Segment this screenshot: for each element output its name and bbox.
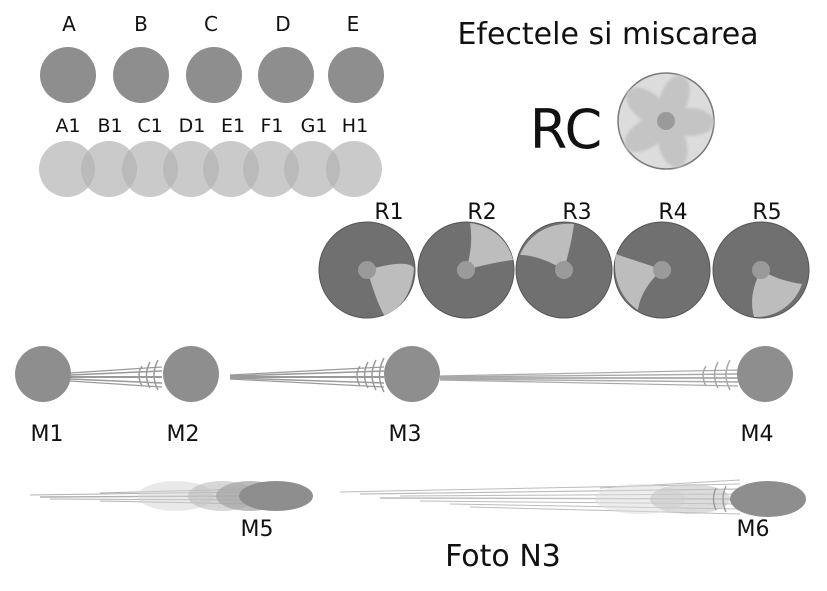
label-m6: M6 xyxy=(737,517,770,542)
motion-row: M1 M2 M3 M4 xyxy=(15,346,793,447)
motion-streak-m1-m2 xyxy=(69,359,163,391)
label-a: A xyxy=(62,12,76,36)
label-c: C xyxy=(204,12,218,36)
ball-m1 xyxy=(15,346,71,402)
label-r3: R3 xyxy=(562,200,591,225)
ball-e xyxy=(328,47,384,103)
label-m3: M3 xyxy=(389,422,422,447)
blurred-fan-icon xyxy=(617,72,715,170)
rotation-row: R1 R2 R3 R4 R5 xyxy=(318,200,810,319)
label-e1: E1 xyxy=(221,115,245,137)
blur-trail-m5 xyxy=(29,481,313,511)
label-c1: C1 xyxy=(137,115,162,137)
motion-streak-m2-m3 xyxy=(229,357,385,393)
label-h1: H1 xyxy=(342,115,368,137)
disc-r4 xyxy=(613,221,711,319)
ball-m3 xyxy=(384,346,440,402)
label-g1: G1 xyxy=(301,115,328,137)
ball-m5 xyxy=(239,481,313,511)
disc-r2 xyxy=(417,221,515,319)
label-m2: M2 xyxy=(167,422,200,447)
ball-b xyxy=(113,47,169,103)
label-b1: B1 xyxy=(97,115,122,137)
disc-r1 xyxy=(318,221,416,319)
label-a1: A1 xyxy=(55,115,80,137)
label-m5: M5 xyxy=(241,517,274,542)
label-m1: M1 xyxy=(31,422,64,447)
top-row: A B C D E xyxy=(40,12,384,103)
ball-m4 xyxy=(737,346,793,402)
ball-m6 xyxy=(730,481,806,517)
ball-b1 xyxy=(81,141,137,197)
ball-d1 xyxy=(163,141,219,197)
disc-r5 xyxy=(712,221,810,319)
label-r2: R2 xyxy=(467,200,496,225)
overlap-row: A1 B1 C1 D1 E1 F1 G1 H1 xyxy=(39,115,382,197)
ball-a1 xyxy=(39,141,95,197)
ball-e1 xyxy=(203,141,259,197)
ball-m2 xyxy=(163,346,219,402)
ball-f1 xyxy=(243,141,299,197)
label-b: B xyxy=(134,12,148,36)
disc-r3 xyxy=(515,221,613,319)
label-r1: R1 xyxy=(374,200,403,225)
ball-a xyxy=(40,47,96,103)
label-d: D xyxy=(275,12,290,36)
ball-c1 xyxy=(122,141,178,197)
label-r4: R4 xyxy=(658,200,687,225)
ball-g1 xyxy=(284,141,340,197)
label-m4: M4 xyxy=(741,422,774,447)
photo-caption: Foto N3 xyxy=(445,539,561,574)
ball-c xyxy=(186,47,242,103)
label-f1: F1 xyxy=(260,115,283,137)
label-r5: R5 xyxy=(752,200,781,225)
diagram-title: Efectele si miscarea xyxy=(457,17,758,52)
blur-row: M5 M6 xyxy=(29,479,806,542)
ball-d xyxy=(258,47,314,103)
label-d1: D1 xyxy=(179,115,206,137)
label-e: E xyxy=(347,12,360,36)
blur-trail-m6 xyxy=(339,479,806,517)
rc-label: RC xyxy=(530,98,603,161)
motion-streak-m3-m4 xyxy=(439,359,739,391)
ball-h1 xyxy=(326,141,382,197)
